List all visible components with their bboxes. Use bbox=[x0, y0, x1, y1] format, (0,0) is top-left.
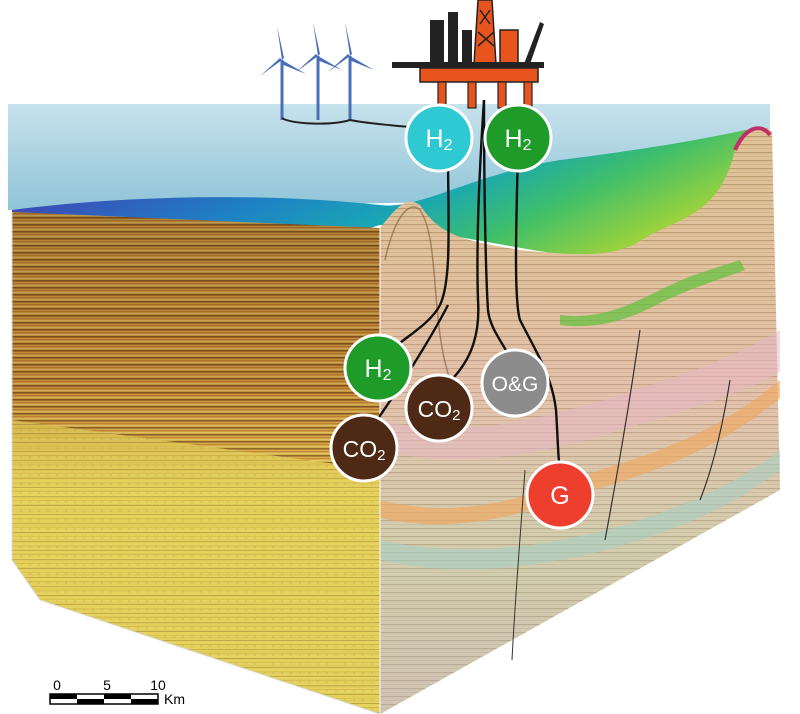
marker-text: G bbox=[550, 482, 569, 510]
layer-orange-band bbox=[380, 380, 780, 525]
scale-tick-label: 0 bbox=[53, 677, 61, 693]
turbine-cable bbox=[281, 117, 421, 129]
layer-green-strip bbox=[560, 260, 745, 327]
geothermal-marker: G bbox=[525, 460, 595, 530]
well-path-oil-gas bbox=[482, 99, 514, 363]
marker-text: CO bbox=[418, 396, 453, 422]
oil-gas-marker: O&G bbox=[480, 348, 550, 418]
fault-line bbox=[604, 329, 641, 541]
wind-turbine-icon bbox=[296, 22, 342, 120]
marker-text: H bbox=[426, 125, 444, 153]
marker-subscript: 2 bbox=[444, 137, 453, 154]
h2-marker-platform-cyan: H2 bbox=[404, 103, 474, 173]
co2-storage-marker-lower: CO2 bbox=[329, 413, 399, 483]
seismic-front-tint bbox=[12, 212, 380, 714]
scale-tick-label: 10 bbox=[150, 677, 166, 693]
scale-tick-label: 5 bbox=[103, 677, 111, 693]
well-path-geothermal bbox=[514, 149, 562, 471]
marker-text: O&G bbox=[492, 373, 539, 396]
anticline-dome-left bbox=[384, 206, 451, 381]
svg-text:H2: H2 bbox=[505, 125, 532, 154]
co2-storage-marker-upper: CO2 bbox=[404, 373, 474, 443]
offshore-platform-icon bbox=[392, 0, 544, 109]
marker-subscript: 2 bbox=[383, 367, 392, 384]
h2-storage-marker: H2 bbox=[343, 333, 413, 403]
svg-text:H2: H2 bbox=[365, 355, 392, 384]
svg-text:H2: H2 bbox=[426, 125, 453, 154]
fault-line bbox=[511, 469, 526, 661]
marker-subscript: 2 bbox=[523, 137, 532, 154]
marker-subscript: 2 bbox=[452, 407, 460, 424]
marker-text: CO bbox=[343, 436, 378, 462]
block-edge bbox=[11, 212, 381, 714]
marker-subscript: 2 bbox=[377, 447, 385, 464]
marker-text: H bbox=[365, 355, 383, 383]
layer-teal-band bbox=[380, 450, 780, 570]
svg-text:CO2: CO2 bbox=[418, 396, 461, 424]
layer-pink-band bbox=[380, 330, 780, 460]
svg-text:CO2: CO2 bbox=[343, 436, 386, 464]
marker-text: H bbox=[505, 125, 523, 153]
scale-unit-label: Km bbox=[164, 691, 185, 707]
fault-line bbox=[699, 379, 731, 501]
well-path-h2-storage bbox=[389, 149, 450, 353]
well-path-platform-main bbox=[445, 99, 486, 386]
wind-turbine-icon bbox=[260, 26, 306, 120]
scale-bar: 0 5 10 Km bbox=[49, 677, 185, 707]
anticline-dome-right bbox=[733, 126, 772, 151]
h2-marker-platform-green: H2 bbox=[483, 103, 553, 173]
wind-turbine-icon bbox=[328, 22, 374, 120]
